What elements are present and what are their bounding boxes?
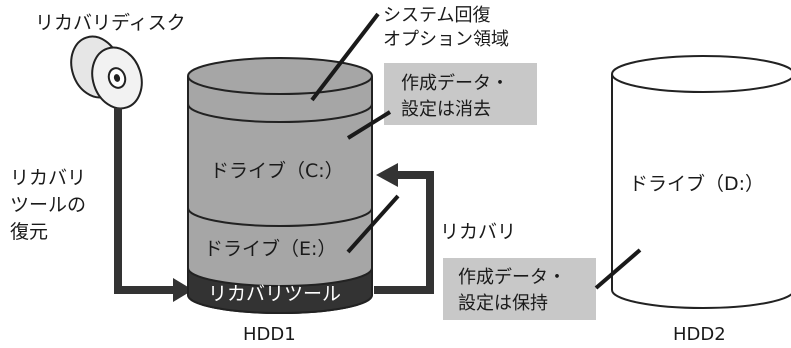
system-partition-note-line-1: システム回復 — [383, 5, 490, 26]
erased-note-line-2: 設定は消去 — [401, 99, 491, 120]
recovery-tool-label: リカバリツール — [208, 283, 341, 305]
hdd1-label: HDD1 — [243, 324, 296, 345]
erased-note-line-1: 作成データ・ — [401, 73, 509, 94]
erased-note-box — [384, 63, 537, 125]
erased-note-leader-e — [346, 194, 400, 254]
kept-note-line-1: 作成データ・ — [458, 267, 566, 288]
erased-note-leader-c — [346, 110, 392, 140]
recovery-arrow — [374, 163, 434, 294]
kept-note-leader — [594, 248, 642, 290]
recovery-disc-label: リカバリディスク — [35, 12, 186, 34]
cd-icon — [70, 35, 143, 110]
system-partition-note: システム回復 オプション領域 — [383, 5, 509, 50]
restore-arrow — [114, 108, 193, 302]
restore-note-line-2: ツールの — [10, 194, 86, 216]
drive-c-label: ドライブ（C:） — [210, 159, 344, 182]
system-partition-leader — [310, 12, 380, 102]
kept-note-line-2: 設定は保持 — [458, 293, 548, 314]
restore-note-line-3: 復元 — [10, 221, 48, 243]
restore-note-line-1: リカバリ — [10, 167, 86, 189]
restore-note: リカバリ ツールの 復元 — [10, 167, 92, 243]
hdd2-label: HDD2 — [673, 324, 726, 345]
hdd2-cylinder — [611, 55, 791, 309]
drive-e-label: ドライブ（E:） — [204, 237, 336, 260]
erased-note: 作成データ・ 設定は消去 — [401, 73, 515, 120]
system-partition-note-line-2: オプション領域 — [383, 29, 509, 50]
recovery-arrow-label: リカバリ — [440, 221, 516, 243]
kept-note-box — [443, 258, 596, 320]
drive-d-label: ドライブ（D:） — [629, 172, 764, 195]
hdd1-cylinder — [187, 57, 373, 314]
kept-note: 作成データ・ 設定は保持 — [458, 267, 572, 314]
